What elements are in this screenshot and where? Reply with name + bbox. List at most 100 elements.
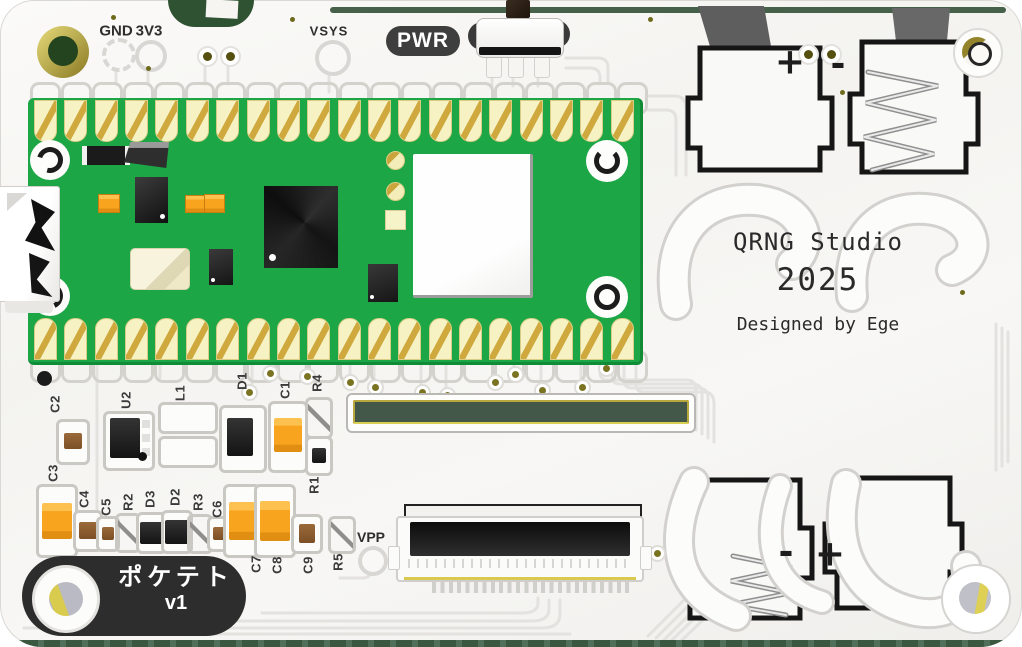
- refdes-c9: C9: [300, 556, 316, 574]
- castellated-pad: [246, 100, 270, 142]
- castellated-pad: [155, 100, 179, 142]
- badge-text: ポケテト v1: [114, 564, 238, 615]
- castellated-pad: [337, 100, 361, 142]
- castellated-pad: [580, 100, 604, 142]
- castellated-pad: [398, 318, 422, 360]
- board-top-edge: [330, 7, 1006, 13]
- castellated-pad: [519, 100, 543, 142]
- board-bottom-edge: [0, 640, 1022, 647]
- castellated-pad: [550, 100, 574, 142]
- pico-crystal: [130, 248, 190, 290]
- refdes-c7: C7: [248, 555, 264, 573]
- ffc-connector[interactable]: [388, 516, 652, 582]
- pico-hole-top-left: [30, 140, 70, 180]
- pico-hole-top-right: [586, 140, 628, 182]
- inductor-l1-pad-b: [158, 436, 218, 468]
- castellated-pad: [276, 318, 300, 360]
- title-block: QRNG Studio 2025 Designed by Ege: [698, 228, 938, 335]
- castellated-pad: [459, 100, 483, 142]
- castellated-pad: [64, 100, 88, 142]
- display-slot: [346, 393, 696, 433]
- pico-castellated-pads-top: [34, 100, 634, 142]
- castellated-pad: [94, 318, 118, 360]
- refdes-c2: C2: [47, 395, 63, 413]
- pico-antenna-pad-1: [386, 151, 405, 170]
- refdes-r1: R1: [306, 476, 322, 494]
- refdes-u2: U2: [118, 391, 134, 409]
- test-pad: [820, 43, 842, 65]
- pico-castellated-pads-bottom: [34, 318, 634, 360]
- via: [298, 367, 316, 385]
- transistor-u2: [103, 411, 155, 471]
- badge-name: ポケテト: [118, 564, 234, 591]
- badge-mount-hole: [32, 565, 100, 633]
- usb-fold: [7, 193, 27, 211]
- pwr-label: PWR: [397, 29, 449, 52]
- title-line1: QRNG Studio: [733, 228, 903, 256]
- castellated-pad: [489, 100, 513, 142]
- pico-chip-small-b: [368, 264, 398, 302]
- pico-diode: [82, 146, 130, 165]
- pico-flash-chip: [135, 177, 168, 223]
- refdes-r2: R2: [120, 493, 136, 511]
- castellated-pad: [398, 100, 422, 142]
- refdes-l1: L1: [172, 384, 188, 402]
- ffc-latch[interactable]: [410, 522, 630, 556]
- via-dot: [289, 16, 295, 22]
- castellated-pad: [307, 318, 331, 360]
- badge-version: v1: [164, 591, 188, 614]
- u2-dot: [138, 452, 147, 461]
- mount-hole-top-right: [953, 28, 1003, 78]
- capacitor-c3: [36, 484, 78, 558]
- via: [648, 544, 666, 562]
- 3v3-pad: [135, 40, 167, 72]
- castellated-pad: [519, 318, 543, 360]
- capacitor-c9: [291, 514, 323, 554]
- test-pad: [797, 43, 819, 65]
- usb-opening: [25, 199, 55, 251]
- castellated-pad: [246, 318, 270, 360]
- refdes-c3: C3: [45, 464, 61, 482]
- refdes-r3: R3: [190, 493, 206, 511]
- castellated-pad: [64, 318, 88, 360]
- refdes-r5: R5: [330, 553, 346, 571]
- power-switch[interactable]: [468, 18, 570, 58]
- battery-top-minus: -: [830, 43, 846, 85]
- castellated-pad: [580, 318, 604, 360]
- refdes-d1: D1: [234, 372, 250, 390]
- castellated-pad: [276, 100, 300, 142]
- switch-leg-3: [534, 56, 550, 78]
- switch-leg-1: [486, 56, 502, 78]
- castellated-pad: [125, 318, 149, 360]
- pico-cap-2: [185, 195, 205, 213]
- refdes-c6: C6: [209, 500, 225, 518]
- resistor-r1: [305, 436, 333, 476]
- refdes-c5: C5: [98, 498, 114, 516]
- castellated-pad: [125, 100, 149, 142]
- via: [506, 365, 524, 383]
- capacitor-c1: [268, 401, 308, 473]
- via: [486, 373, 504, 391]
- castellated-pad: [216, 318, 240, 360]
- capacitor-c2: [56, 419, 90, 465]
- castellated-pad: [367, 318, 391, 360]
- title-credit: Designed by Ege: [736, 314, 900, 335]
- via-dot: [959, 289, 965, 295]
- battery-bottom-plus: +: [814, 533, 846, 575]
- pico-module: [28, 98, 643, 365]
- via: [261, 364, 279, 382]
- title-line2: 2025: [776, 262, 860, 298]
- castellated-pad: [216, 100, 240, 142]
- pico-cap-3: [204, 194, 225, 213]
- pico-cap-1: [98, 194, 120, 213]
- pico-antenna-pad-2: [386, 182, 405, 201]
- diode-d1: [219, 405, 267, 473]
- via-dot: [110, 14, 116, 20]
- castellated-pad: [610, 318, 634, 360]
- power-switch-knob[interactable]: [506, 0, 530, 18]
- castellated-pad: [489, 318, 513, 360]
- pico-hole-bottom-right: [586, 276, 628, 318]
- castellated-pad: [428, 100, 452, 142]
- mount-hole-top-left: [37, 26, 89, 78]
